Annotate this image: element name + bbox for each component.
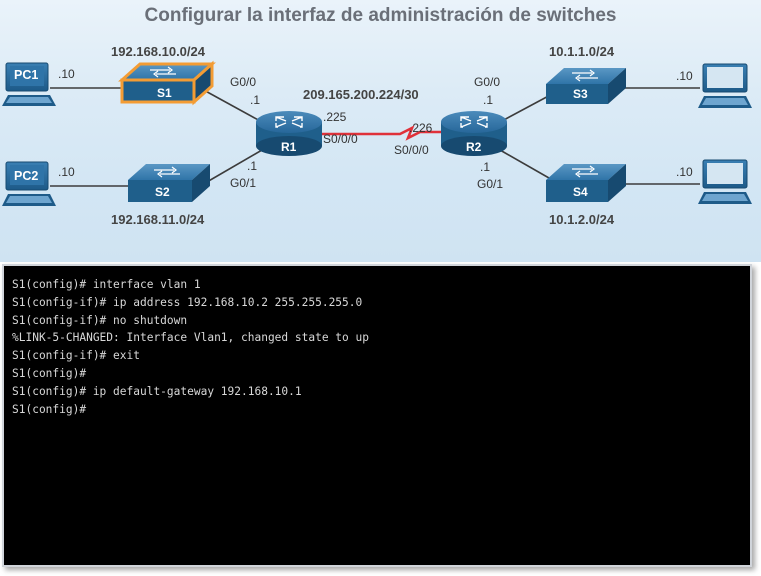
- pc3-icon: [698, 63, 752, 108]
- r2-label: R2: [466, 140, 482, 154]
- console-line: S1(config-if)# exit: [12, 349, 140, 363]
- diagram-title: Configurar la interfaz de administración…: [144, 5, 617, 26]
- console-line: %LINK-5-CHANGED: Interface Vlan1, change…: [12, 331, 369, 345]
- r2-g00-label: G0/0: [474, 75, 501, 89]
- pc1-ip: .10: [58, 67, 75, 81]
- r1-g00-label: G0/0: [230, 75, 257, 89]
- console-line: S1(config-if)# ip address 192.168.10.2 2…: [12, 295, 363, 309]
- console-line: S1(config-if)# no shutdown: [12, 313, 188, 327]
- pc4-ip: .10: [676, 165, 693, 179]
- pc3-ip: .10: [676, 69, 693, 83]
- pc4-icon: [698, 159, 752, 204]
- console-line: S1(config)# ip default-gateway 192.168.1…: [12, 384, 302, 398]
- router-r2-icon: [441, 111, 507, 156]
- topology-diagram: Configurar la interfaz de administración…: [0, 0, 761, 262]
- console-prompt[interactable]: S1(config)#: [12, 402, 87, 416]
- link-r2-s4: [499, 149, 557, 183]
- link-s2-r1: [199, 149, 263, 187]
- console-line: S1(config)# interface vlan 1: [12, 278, 201, 291]
- network-label-s1: 192.168.10.0/24: [111, 44, 205, 59]
- r2-g00-ip: .1: [483, 93, 494, 107]
- s1-label: S1: [157, 86, 172, 100]
- pc1-icon: [2, 62, 56, 106]
- router-r1-icon: [256, 111, 322, 156]
- r2-g01-label: G0/1: [477, 177, 504, 191]
- r1-g00-ip: .1: [250, 93, 261, 107]
- network-label-s3: 10.1.1.0/24: [549, 44, 615, 59]
- switch-s2-icon: [128, 164, 210, 202]
- s3-label: S3: [573, 87, 588, 101]
- network-label-s4: 10.1.2.0/24: [549, 212, 615, 227]
- r1-label: R1: [281, 140, 297, 154]
- topology-svg: [2, 60, 752, 206]
- serial-link-r1-r2: [318, 125, 444, 141]
- r2-g01-ip: .1: [480, 160, 491, 174]
- r1-s000-label: S0/0/0: [323, 132, 358, 146]
- pc2-ip: .10: [58, 165, 75, 179]
- network-label-wan: 209.165.200.224/30: [303, 87, 419, 102]
- r2-s000-ip: .226: [409, 121, 433, 135]
- r1-g01-ip: .1: [247, 159, 258, 173]
- r1-g01-label: G0/1: [230, 176, 257, 190]
- r1-s000-ip: .225: [323, 110, 347, 124]
- terminal-console[interactable]: S1(config)# interface vlan 1 S1(config-i…: [2, 264, 752, 567]
- s4-label: S4: [573, 185, 588, 199]
- s2-label: S2: [155, 185, 170, 199]
- pc1-label: PC1: [14, 68, 39, 82]
- switch-s3-icon: [546, 68, 626, 104]
- r2-s000-label: S0/0/0: [394, 143, 429, 157]
- network-label-s2: 192.168.11.0/24: [111, 212, 205, 227]
- pc2-label: PC2: [14, 169, 39, 183]
- pc2-icon: [2, 161, 56, 206]
- link-s1-r1: [199, 87, 263, 123]
- switch-s1-icon: [118, 60, 216, 106]
- console-line: S1(config)#: [12, 366, 87, 380]
- switch-s4-icon: [546, 164, 626, 202]
